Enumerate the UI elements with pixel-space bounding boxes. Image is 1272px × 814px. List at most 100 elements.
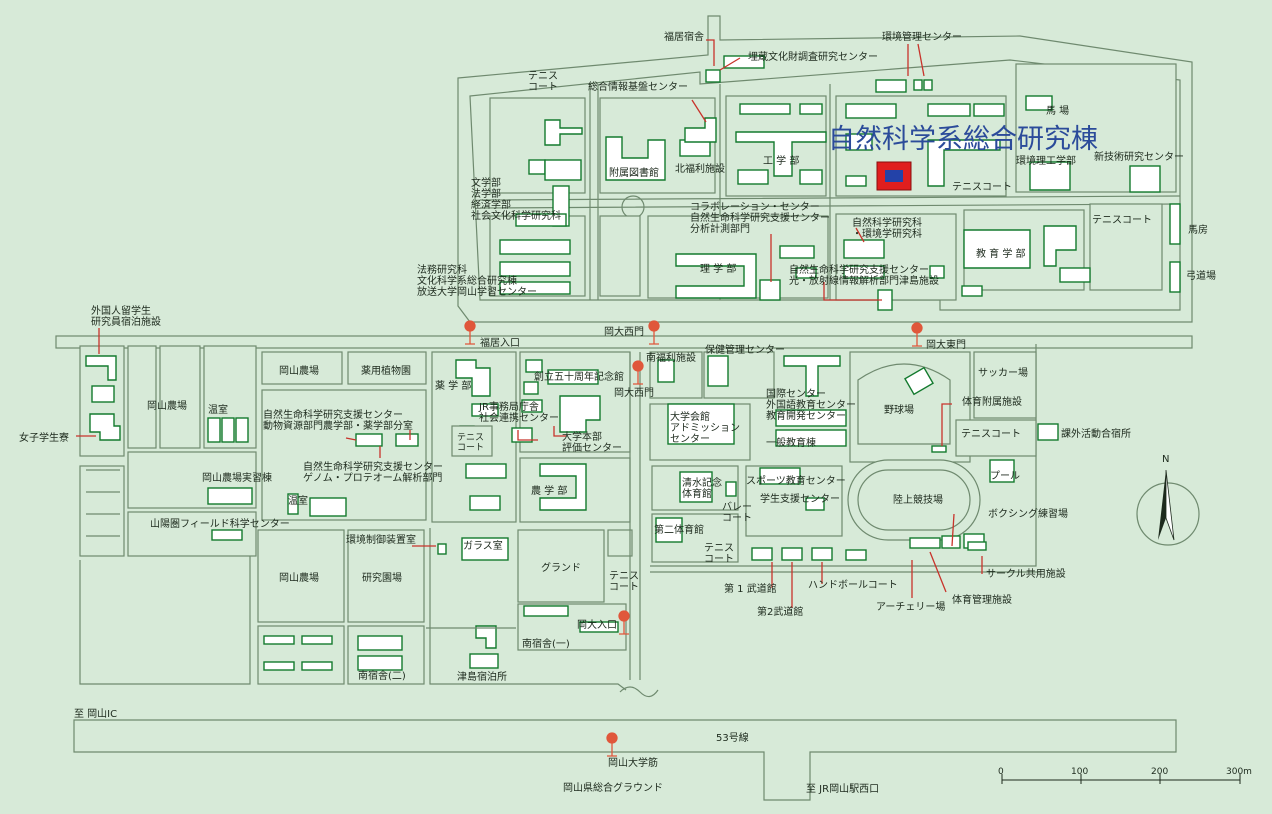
rikujo-track-inner (857, 469, 971, 531)
label-daigaku-honbu: 大学本部評価センター (562, 430, 622, 454)
shizen-kenkyu-bld-b (843, 265, 885, 279)
center-road (426, 352, 641, 691)
hikari-bld-b (929, 265, 945, 279)
sanyo-bld (211, 529, 243, 541)
taiiku-kanri-bld (909, 537, 941, 549)
farm-south-block (257, 529, 345, 623)
label-jissyuu: 岡山農場実習棟 (202, 471, 272, 484)
minami2-bld-b (357, 655, 403, 671)
yakugaku-bld-e (469, 495, 501, 511)
label-rigaku: 理 学 部 (700, 262, 736, 275)
scale-tick-0: 0 (998, 767, 1004, 777)
label-collab: コラボレーション・センター自然生命科学研究支援センター分析計測部門 (690, 201, 830, 235)
kenkyuuen-block (347, 529, 425, 623)
label-maizou: 埋蔵文化財調査研究センター (748, 50, 878, 63)
label-daigakusuji: 岡山大学筋 (608, 756, 658, 769)
label-pool: プール (990, 470, 1020, 482)
doubutsu-bld-a (355, 433, 383, 447)
label-route53: 53号線 (716, 731, 749, 744)
label-onshitsu2: 温室 (288, 494, 308, 507)
label-library: 附属図書館 (609, 166, 659, 179)
label-houmu: 法務研究科文化科学系総合研究棟放送大学岡山学習センター (417, 263, 537, 298)
onshitsu2-bld-b (309, 497, 347, 517)
nogaku-bld (539, 463, 587, 511)
label-volley: バレーコート (722, 501, 752, 524)
sougou-joho-building (684, 117, 717, 143)
label-tennis-e: テニスコート (1092, 215, 1152, 226)
houmu-bld-a (499, 239, 571, 255)
shimizu-bld-b (725, 481, 737, 497)
label-yakuyou: 薬用植物園 (361, 364, 411, 377)
hoken-bld (707, 355, 729, 387)
kankyo-bld-c (845, 175, 867, 187)
ground-block (517, 529, 605, 603)
scale-tick-100: 100 (1071, 767, 1088, 777)
label-kankyo-seigyo: 環境制御装置室 (346, 533, 416, 546)
label-onshitsu: 温室 (208, 403, 228, 416)
houmu-bld-b (499, 261, 571, 277)
label-sougetsu: 創立五十周年記念館 (534, 370, 624, 383)
yakugaku-bld-b (471, 403, 499, 417)
taiiku-fuzoku-bld (931, 445, 947, 453)
sw-bld-b (301, 635, 333, 645)
west-block-a (79, 465, 125, 557)
minami1-bld-a (523, 605, 569, 617)
label-okadai-iriguchi: 岡大入口 (577, 618, 617, 631)
taiiku-kanri-bld-b (941, 535, 961, 549)
kokusai-bld-b (775, 409, 847, 427)
label-nogaku: 農 学 部 (531, 484, 567, 497)
label-bamboo: 馬房 (1188, 223, 1208, 236)
joshi-bld (89, 413, 121, 441)
label-tennis-s: テニスコート (609, 571, 639, 593)
label-minami2: 南宿舎(二) (358, 669, 406, 682)
label-tennis-r: テニスコート (961, 429, 1021, 440)
label-taiiku-fuzoku: 体育附属施設 (962, 395, 1022, 408)
north-road-center (479, 84, 1181, 300)
kankyo-riko-bld-b (973, 103, 1005, 117)
honbu-bld-a (525, 359, 543, 373)
joshi-bld-a (91, 385, 115, 403)
farm-block (261, 351, 343, 385)
pool-bld (989, 459, 1015, 483)
label-kokusai: 国際センター外国語教育センター教育開発センター (766, 388, 856, 422)
circle-bld (967, 541, 987, 551)
kougaku-bld-b (799, 103, 823, 115)
collab-bld-b (795, 267, 817, 279)
scale-bar: 0 100 200 300m (998, 767, 1252, 784)
label-minami-fukuri: 南福利施設 (646, 351, 696, 364)
label-prefectural: 岡山県総合グラウンド (563, 781, 663, 794)
label-soccer: サッカー場 (978, 366, 1028, 379)
label-tennis-north: テニスコート (528, 71, 558, 93)
shingiken-bld (1129, 165, 1161, 193)
label-doubutsu: 自然生命科学研究支援センター動物資源部門農学部・薬学部分室 (263, 408, 413, 432)
doubutsu-bld-b (395, 433, 419, 447)
north-campus-outline (457, 15, 1193, 323)
tsushima-bld-b (469, 653, 499, 669)
sw-bld-c (263, 661, 295, 671)
handball-bld (811, 547, 833, 561)
shimizu-bld (679, 471, 713, 503)
sw-bld-d (301, 661, 333, 671)
kankyo-riko-bld-a (927, 103, 971, 117)
honbu-bld (559, 395, 601, 433)
jomukyoku-bld-b (511, 427, 533, 443)
label-yakyu: 野球場 (884, 403, 914, 416)
label-okayama-farm-w: 岡山農場 (279, 364, 319, 377)
label-minami1: 南宿舎(一) (522, 637, 570, 650)
kankyo-kanri-bld (875, 79, 907, 93)
bungaku-bld-a (515, 213, 567, 227)
kyouiku-bld-b (1059, 267, 1091, 283)
kokusai-bld (783, 355, 841, 397)
label-bungaku: 文学部法学部経済学部社会文化科学研究科 (471, 176, 561, 222)
yakuyou-block (347, 351, 427, 385)
small-bld-2 (544, 159, 582, 181)
label-sanyo: 山陽圏フィールド科学センター (150, 517, 290, 530)
north-arrow-icon: N (1136, 454, 1200, 546)
houmu-bld-c (499, 281, 571, 295)
label-rikujo: 陸上競技場 (893, 493, 943, 506)
yakugaku-bld-d (465, 463, 507, 479)
kankyo-bld-b (845, 133, 873, 151)
scale-tick-300: 300m (1226, 767, 1252, 777)
label-kitafukuri: 北福利施設 (675, 162, 725, 175)
kougaku-main (735, 131, 827, 177)
